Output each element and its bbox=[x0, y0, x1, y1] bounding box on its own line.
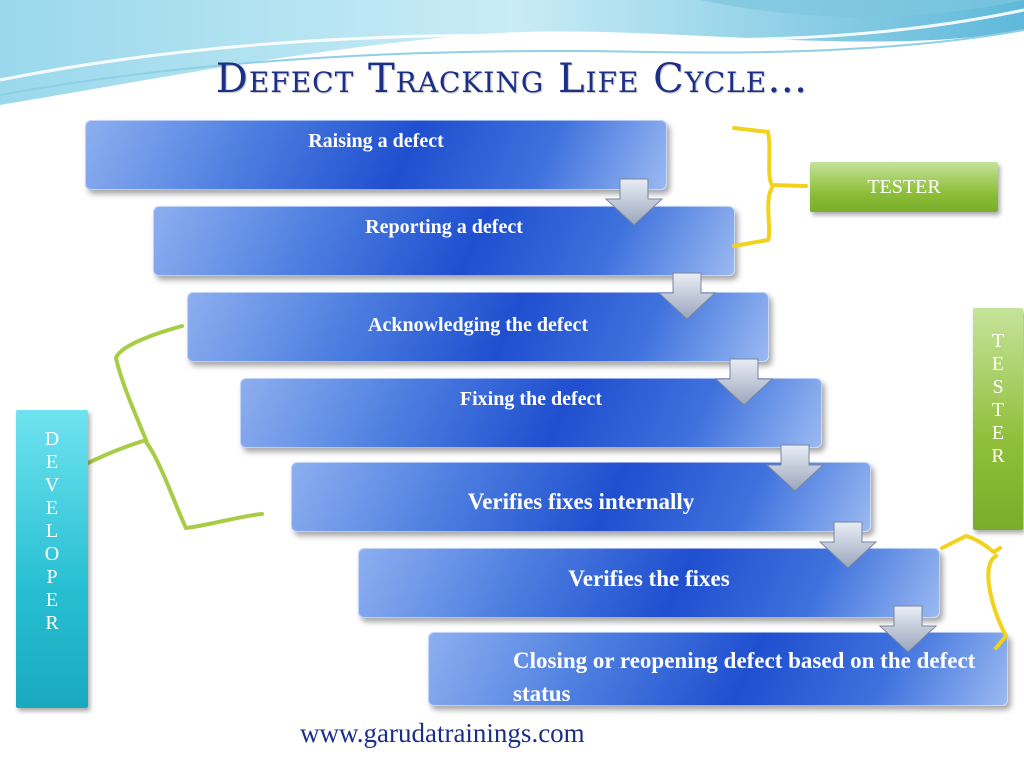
down-arrow-icon bbox=[714, 358, 774, 406]
developer-letter: P bbox=[46, 566, 58, 588]
tester-letter: R bbox=[991, 445, 1005, 467]
developer-letter: E bbox=[45, 497, 59, 519]
footer-website-link[interactable]: www.garudatrainings.com bbox=[300, 718, 585, 748]
developer-letter: E bbox=[45, 451, 59, 473]
developer-letter: E bbox=[45, 589, 59, 611]
step-verifies-fixes-internally: Verifies fixes internally bbox=[291, 462, 871, 532]
step-raising-defect: Raising a defect bbox=[85, 120, 667, 190]
developer-letter: L bbox=[45, 520, 59, 542]
step-fixing-defect: Fixing the defect bbox=[240, 378, 822, 448]
developer-label-side: D E V E L O P E R bbox=[16, 410, 88, 708]
page-title: Defect Tracking Life Cycle… bbox=[215, 56, 809, 102]
tester-letter: T bbox=[991, 330, 1005, 352]
developer-letter: D bbox=[44, 428, 60, 450]
down-arrow-icon bbox=[818, 521, 878, 569]
tester-letter: S bbox=[992, 376, 1004, 398]
developer-letter: R bbox=[45, 612, 59, 634]
tester-label-side: T E S T E R bbox=[973, 308, 1023, 530]
down-arrow-icon bbox=[657, 272, 717, 320]
tester-label-top: TESTER bbox=[810, 162, 998, 212]
tester-top-brace bbox=[732, 126, 808, 248]
down-arrow-icon bbox=[604, 178, 664, 226]
down-arrow-icon bbox=[765, 444, 825, 492]
developer-letter: V bbox=[44, 474, 60, 496]
tester-letter: E bbox=[991, 422, 1005, 444]
down-arrow-icon bbox=[878, 605, 938, 653]
header-wave-decoration bbox=[0, 0, 1024, 105]
tester-letter: T bbox=[991, 399, 1005, 421]
tester-letter: E bbox=[991, 353, 1005, 375]
developer-letter: O bbox=[44, 543, 60, 565]
